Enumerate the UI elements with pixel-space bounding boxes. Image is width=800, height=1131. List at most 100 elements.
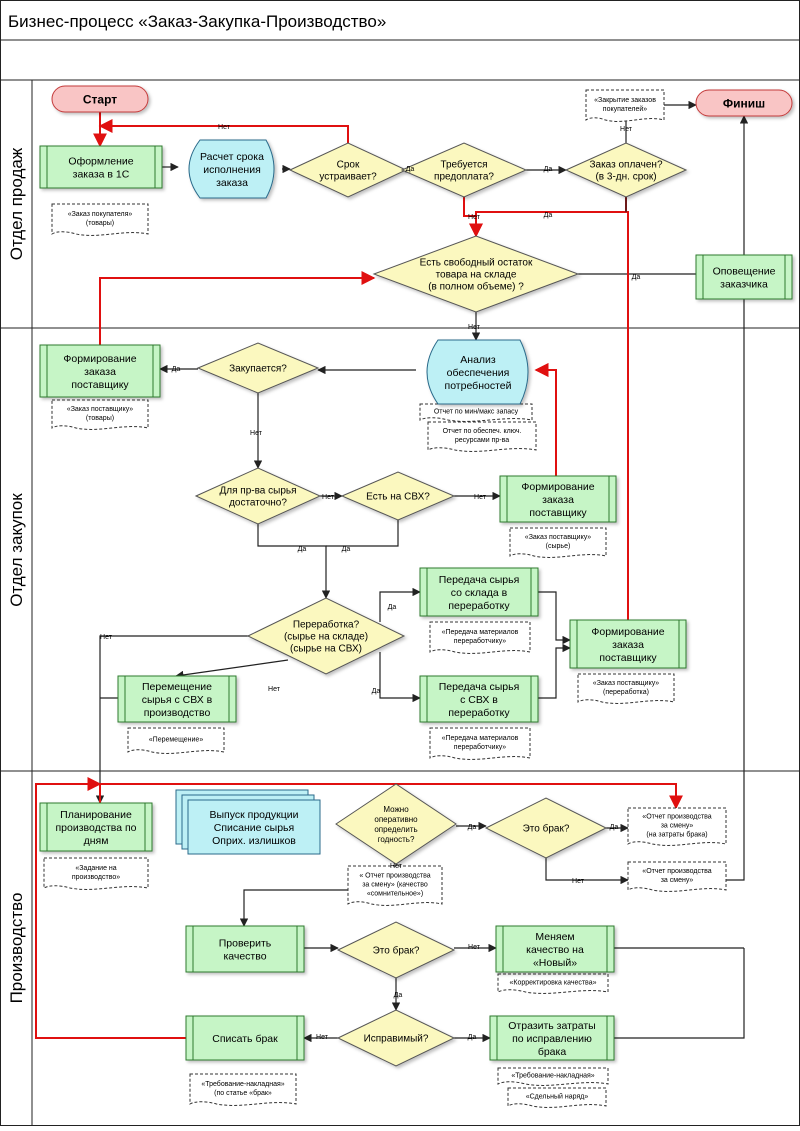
connector-wh-to-proc <box>538 591 571 645</box>
flow-label: Нет <box>218 124 231 131</box>
flow-label: Нет <box>620 126 633 133</box>
document-text: производство» <box>72 874 120 881</box>
decision-diamond <box>564 142 688 198</box>
process-text: качество <box>223 950 266 962</box>
decision-text: предоплата? <box>434 172 494 183</box>
flow-label: Нет <box>316 1034 329 1041</box>
decision-d-defect1[interactable]: Это брак? <box>484 797 608 859</box>
decision-d-processing[interactable]: Переработка?(сырье на складе)(сырье на С… <box>246 597 406 675</box>
process-text: Оповещение <box>713 265 776 277</box>
decision-diamond <box>335 783 457 865</box>
decision-diamond <box>246 597 406 675</box>
connector-writeoff-loop <box>35 777 186 1039</box>
decision-text: устраивает? <box>319 172 377 183</box>
document-doc-piecework[interactable]: «Сдельный наряд» <box>507 1087 607 1108</box>
document-shape <box>189 1073 297 1106</box>
document-text: « Отчет производства <box>359 873 430 880</box>
connector-term-no-back <box>98 119 349 143</box>
process-text: брака <box>538 1046 567 1058</box>
document-text: «Передача материалов <box>442 629 519 636</box>
document-text: «Закрытие заказов <box>594 97 656 104</box>
document-doc-buyer[interactable]: «Заказ покупателя»(товары) <box>51 203 149 236</box>
terminal-shape <box>51 85 149 113</box>
connector-proc-no-planning <box>95 635 250 804</box>
flow-label: Нет <box>322 494 335 501</box>
connector-cvx-to-proc <box>538 643 571 699</box>
terminal-label: Финиш <box>723 97 765 111</box>
process-box <box>185 1015 305 1061</box>
flow-label: Нет <box>468 214 481 221</box>
flow-label: Нет <box>100 634 113 641</box>
document-shape <box>429 727 531 760</box>
terminal-start[interactable]: Старт <box>51 85 149 113</box>
flow-label: Нет <box>268 686 281 693</box>
document-doc-supp-goods[interactable]: «Заказ поставщику»(товары) <box>51 399 149 430</box>
decision-d-cvx[interactable]: Есть на СВХ? <box>340 471 456 521</box>
connector-shift-to-notify <box>726 299 745 881</box>
document-doc-requisition[interactable]: «Требование-накладная»(по статье «брак» <box>189 1073 297 1106</box>
process-text: Передача сырья <box>439 681 520 693</box>
document-shape <box>43 857 149 890</box>
decision-d-defect2[interactable]: Это брак? <box>336 921 456 979</box>
terminal-finish[interactable]: Финиш <box>695 89 793 117</box>
process-text: по исправлению <box>512 1033 592 1045</box>
flow-label: Нет <box>474 494 487 501</box>
document-doc-supp-raw[interactable]: «Заказ поставщику»(сырье) <box>509 527 607 558</box>
connector-brak-report-to-planning <box>99 783 683 810</box>
document-text: (сырье) <box>546 543 571 550</box>
document-doc-correction[interactable]: «Корректировка качества» <box>497 973 609 994</box>
process-p-writeoff[interactable]: Списать брак <box>185 1015 305 1061</box>
process-box <box>499 475 617 523</box>
flow-label: Да <box>388 604 397 611</box>
document-text: «Заказ покупателя» <box>68 211 133 218</box>
document-doc-requisition2[interactable]: «Требование-накладная» <box>497 1067 609 1086</box>
decision-diamond <box>372 235 580 313</box>
flow-label: Да <box>406 166 415 173</box>
decision-d-fixable[interactable]: Исправимый? <box>336 1009 456 1067</box>
decision-diamond <box>194 467 322 525</box>
decision-d-paid[interactable]: Заказ оплачен?(в 3-дн. срок) <box>564 142 688 198</box>
document-text: «Отчет производства <box>642 814 712 821</box>
document-shape <box>507 1087 607 1108</box>
document-doc-report-minmax[interactable]: Отчет по мин/макс запасу <box>419 403 533 422</box>
document-doc-supp-proc[interactable]: «Заказ поставщику»(переработка) <box>577 673 675 704</box>
decision-d-purchased[interactable]: Закупается? <box>196 342 320 394</box>
document-text: (по статье «брак» <box>214 1089 272 1097</box>
document-doc-report-key[interactable]: Отчет по обеспеч. ключ.ресурсами пр-ва <box>427 421 537 452</box>
document-text: (переработка) <box>603 688 649 696</box>
process-text: со склада в <box>451 587 508 599</box>
terminal-shape <box>695 89 793 117</box>
connector-proc-up-red <box>469 211 629 620</box>
document-doc-move[interactable]: «Перемещение» <box>127 727 225 754</box>
subprocess-shape <box>426 339 529 405</box>
process-text: Формирование <box>591 626 664 638</box>
decision-text: Переработка? <box>293 619 360 631</box>
